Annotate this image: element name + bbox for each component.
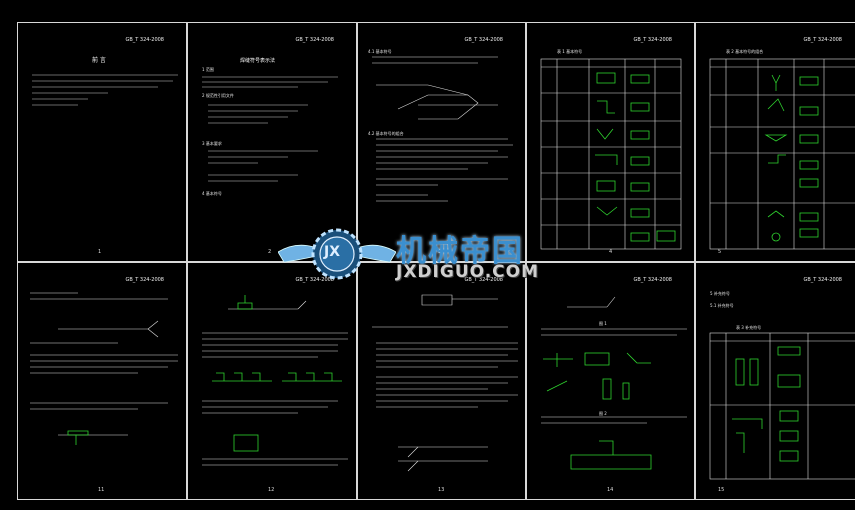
drawing-sheet-1[interactable]: GB_T 324-2008 前 言 1 bbox=[17, 22, 187, 262]
symbol-table-drawing bbox=[709, 58, 855, 250]
watermark-logo: JX 机械帝国 JXDIGUO.COM bbox=[278, 222, 578, 286]
page-number: 3 bbox=[438, 249, 442, 255]
sheet-header: GB_T 324-2008 bbox=[464, 37, 503, 43]
page-number: 11 bbox=[98, 487, 105, 493]
section-heading: 4 基本符号 bbox=[202, 191, 222, 196]
section-heading: 1 范围 bbox=[202, 67, 214, 72]
table-title: 表 1 基本符号 bbox=[557, 49, 583, 54]
drawing-sheet-2[interactable]: GB_T 324-2008 焊缝符号表示法 1 范围 2 规范性引用文件 3 基… bbox=[187, 22, 357, 262]
symbol-table-drawing bbox=[540, 58, 682, 250]
weld-example-drawing bbox=[541, 296, 687, 470]
sheet-title: 焊缝符号表示法 bbox=[240, 58, 276, 64]
section-heading: 4.1 基本符号 bbox=[368, 49, 392, 54]
weld-symbol-drawing bbox=[372, 294, 518, 472]
drawing-sheet-4[interactable]: GB_T 324-2008 表 1 基本符号 4 bbox=[526, 22, 695, 262]
weld-symbol-drawing bbox=[372, 56, 513, 202]
sheet-header: GB_T 324-2008 bbox=[803, 37, 842, 43]
drawing-sheet-6[interactable]: GB_T 324-2008 11 bbox=[17, 262, 187, 500]
page-number: 2 bbox=[268, 249, 272, 255]
section-heading: 5.1 补充符号 bbox=[710, 303, 734, 308]
section-heading: 5 补充符号 bbox=[710, 291, 730, 296]
sheet-header: GB_T 324-2008 bbox=[125, 37, 164, 43]
page-number: 5 bbox=[718, 249, 722, 255]
section-heading: 2 规范性引用文件 bbox=[202, 93, 234, 98]
drawing-sheet-8[interactable]: GB_T 324-2008 13 bbox=[357, 262, 526, 500]
brand-url: JXDIGUO.COM bbox=[396, 262, 540, 282]
winged-gear-emblem-icon bbox=[278, 228, 396, 280]
figure-caption: 图 1 bbox=[599, 321, 607, 326]
sheet-header: GB_T 324-2008 bbox=[295, 277, 334, 283]
sheet-header: GB_T 324-2008 bbox=[295, 37, 334, 43]
weld-symbol-drawing bbox=[30, 292, 178, 445]
page-number: 13 bbox=[438, 487, 445, 493]
page-number: 15 bbox=[718, 487, 725, 493]
sheet-header: GB_T 324-2008 bbox=[803, 277, 842, 283]
page-number: 4 bbox=[609, 249, 613, 255]
drawing-sheet-3[interactable]: GB_T 324-2008 4.1 基本符号 4.2 基本符号的组合 3 bbox=[357, 22, 526, 262]
page-number: 1 bbox=[98, 249, 102, 255]
figure-caption: 图 2 bbox=[599, 411, 607, 416]
sheet-header: GB_T 324-2008 bbox=[125, 277, 164, 283]
brand-name: 机械帝国 bbox=[396, 234, 524, 269]
text-lines-drawing bbox=[202, 76, 338, 182]
section-heading: 3 基本要求 bbox=[202, 141, 222, 146]
page-number: 14 bbox=[607, 487, 614, 493]
drawing-sheet-9[interactable]: GB_T 324-2008 图 1 图 2 14 bbox=[526, 262, 695, 500]
table-title: 表 3 补充符号 bbox=[736, 325, 762, 330]
drawing-sheet-7[interactable]: GB_T 324-2008 12 bbox=[187, 262, 357, 500]
logo-letters: JX bbox=[324, 244, 341, 260]
sheet-header: GB_T 324-2008 bbox=[464, 277, 503, 283]
page-number: 12 bbox=[268, 487, 275, 493]
weld-symbol-drawing bbox=[202, 295, 348, 466]
sheet-header: GB_T 324-2008 bbox=[633, 277, 672, 283]
drawing-sheet-5[interactable]: GB_T 324-2008 表 2 基本符号的组合 5 bbox=[695, 22, 855, 262]
sheet-title: 前 言 bbox=[92, 57, 106, 64]
section-heading: 4.2 基本符号的组合 bbox=[368, 131, 404, 136]
text-lines-drawing bbox=[32, 74, 178, 106]
drawing-sheet-10[interactable]: GB_T 324-2008 5 补充符号 5.1 补充符号 表 3 补充符号 1… bbox=[695, 262, 855, 500]
supplementary-symbol-table bbox=[709, 332, 855, 480]
table-title: 表 2 基本符号的组合 bbox=[726, 49, 764, 54]
sheet-header: GB_T 324-2008 bbox=[633, 37, 672, 43]
